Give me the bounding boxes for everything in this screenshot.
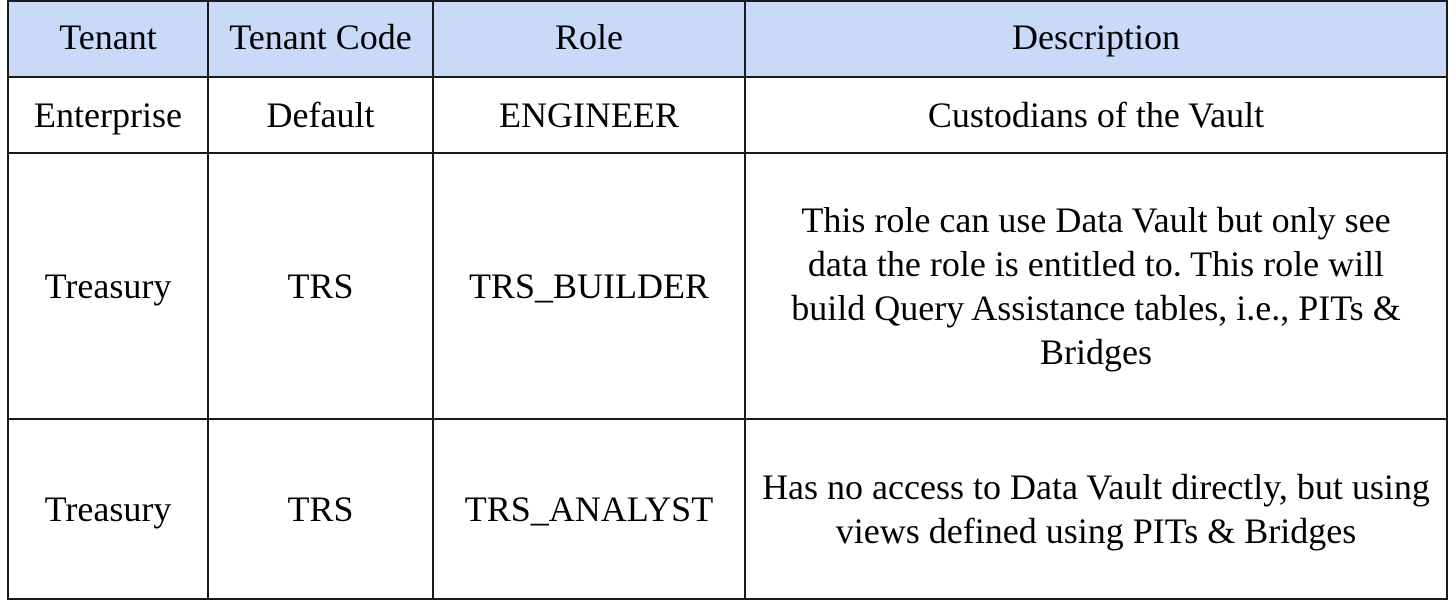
table-row: Treasury TRS TRS_ANALYST Has no access t… (7, 418, 1448, 600)
roles-table: Tenant Tenant Code Role Description Ente… (7, 0, 1448, 600)
cell-tenant-code: Default (207, 76, 434, 154)
table-header-row: Tenant Tenant Code Role Description (7, 0, 1448, 78)
cell-tenant: Enterprise (7, 76, 209, 154)
cell-description: This role can use Data Vault but only se… (744, 152, 1448, 420)
cell-tenant: Treasury (7, 152, 209, 420)
cell-role: TRS_ANALYST (432, 418, 746, 600)
header-description: Description (744, 0, 1448, 78)
cell-role: ENGINEER (432, 76, 746, 154)
header-tenant-code: Tenant Code (207, 0, 434, 78)
cell-description: Custodians of the Vault (744, 76, 1448, 154)
table-row: Enterprise Default ENGINEER Custodians o… (7, 76, 1448, 154)
header-tenant: Tenant (7, 0, 209, 78)
cell-tenant-code: TRS (207, 418, 434, 600)
cell-role: TRS_BUILDER (432, 152, 746, 420)
cell-tenant-code: TRS (207, 152, 434, 420)
cell-tenant: Treasury (7, 418, 209, 600)
cell-description: Has no access to Data Vault directly, bu… (744, 418, 1448, 600)
table-row: Treasury TRS TRS_BUILDER This role can u… (7, 152, 1448, 420)
header-role: Role (432, 0, 746, 78)
